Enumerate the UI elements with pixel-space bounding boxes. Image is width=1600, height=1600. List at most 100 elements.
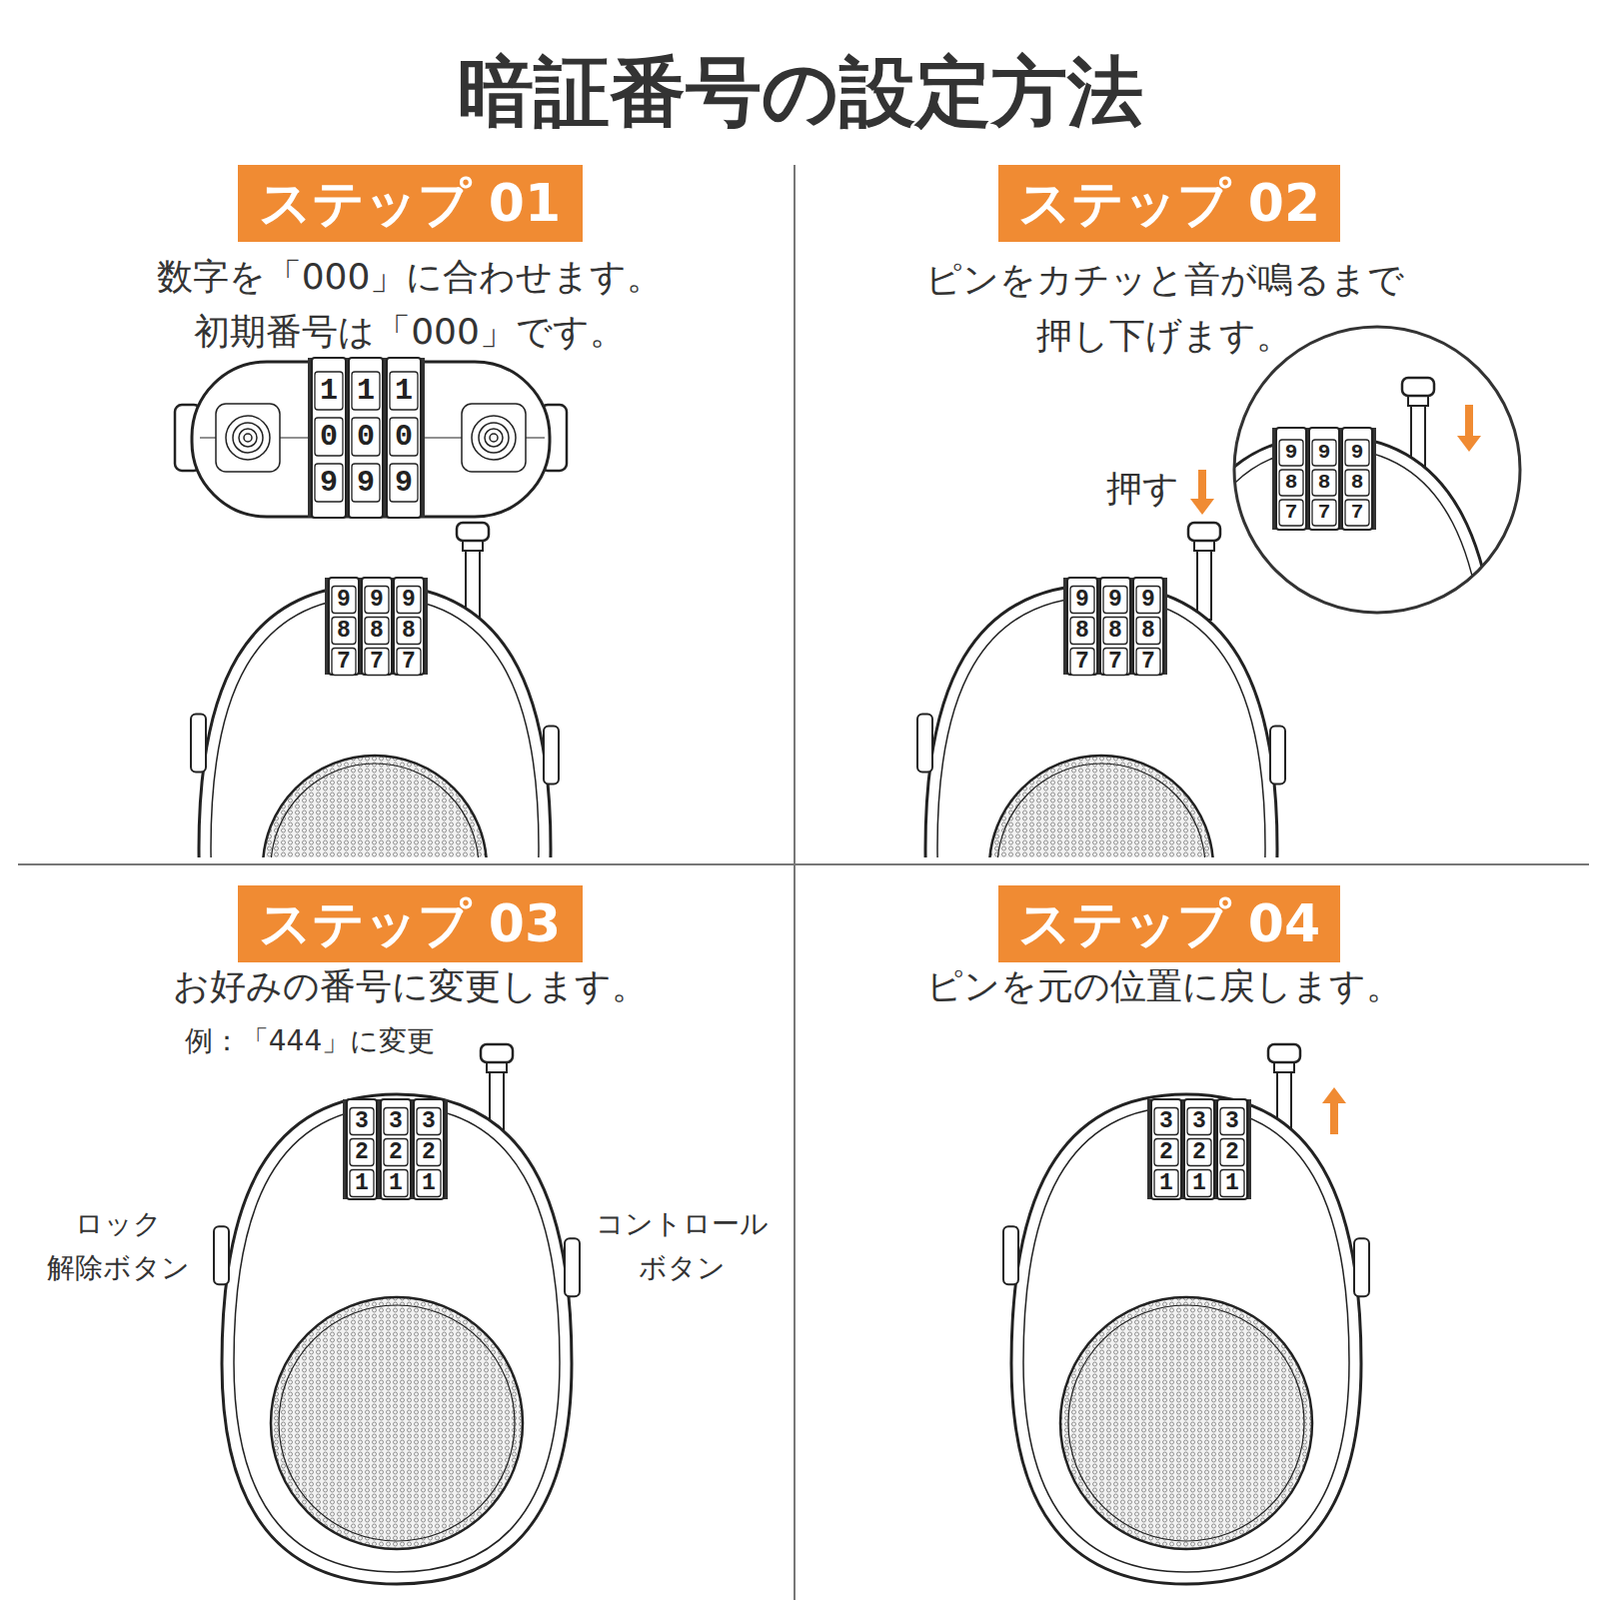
pin-head bbox=[456, 522, 489, 541]
dial-wheel bbox=[380, 1099, 411, 1200]
side-button bbox=[190, 714, 206, 773]
zoom-outline bbox=[1234, 326, 1521, 613]
dial-wheel bbox=[1217, 1099, 1248, 1200]
dial-digits: 3 2 1 bbox=[1190, 1106, 1209, 1200]
side-button bbox=[1003, 1226, 1019, 1285]
title: 暗証番号の設定方法 bbox=[0, 41, 1600, 145]
side-button bbox=[1354, 1238, 1370, 1297]
step-label: ステップ 01 bbox=[258, 168, 561, 239]
side-button bbox=[1270, 726, 1286, 785]
caption-text: ロック 解除ボタン bbox=[32, 1202, 203, 1291]
side-button bbox=[543, 726, 559, 785]
dial-digits: 3 2 1 bbox=[352, 1106, 371, 1200]
dial-wheel bbox=[1184, 1099, 1215, 1200]
pin-head bbox=[1268, 1044, 1301, 1063]
dial-wheel bbox=[346, 1099, 377, 1200]
step-badge: ステップ 03 bbox=[237, 885, 583, 963]
step-badge: ステップ 02 bbox=[998, 164, 1341, 242]
screw bbox=[471, 415, 516, 460]
dial-wheel bbox=[348, 357, 383, 518]
dial-wheel bbox=[386, 357, 421, 518]
dial-wheel bbox=[1276, 427, 1307, 530]
speaker-ring bbox=[270, 763, 479, 858]
step-label: ステップ 03 bbox=[258, 889, 561, 960]
dial-wheel bbox=[1309, 427, 1340, 530]
lock-step4 bbox=[1003, 1044, 1370, 1585]
speaker-ring bbox=[997, 763, 1206, 858]
screw-plate bbox=[461, 403, 526, 472]
top-housing bbox=[191, 361, 550, 517]
speaker-mesh bbox=[989, 755, 1214, 858]
lock-body bbox=[1159, 435, 1500, 956]
dial-wheel bbox=[1151, 1099, 1182, 1200]
screw bbox=[489, 433, 498, 442]
caption-text: コントロール ボタン bbox=[586, 1202, 777, 1291]
top-view bbox=[174, 357, 567, 518]
zoom-clip bbox=[1151, 377, 1508, 956]
speaker-mesh bbox=[270, 1297, 523, 1550]
dial-digits: 9 8 7 bbox=[1139, 584, 1158, 678]
caption-text: 例：「444」に変更 bbox=[159, 1021, 460, 1062]
lock-body bbox=[1011, 1094, 1362, 1585]
dial-digits: 9 8 7 bbox=[334, 584, 353, 678]
lock-body-inner bbox=[233, 1106, 560, 1573]
lock-body bbox=[221, 1094, 572, 1585]
caption-text: 押す bbox=[1100, 465, 1185, 512]
dial-digits: 9 8 7 bbox=[1283, 437, 1301, 528]
dial-digits: 1 0 9 bbox=[353, 367, 378, 506]
side-button bbox=[213, 1226, 229, 1285]
speaker-mesh bbox=[262, 755, 487, 858]
caption-text: 初期番号は「000」です。 bbox=[109, 306, 710, 357]
step-badge: ステップ 01 bbox=[237, 164, 583, 242]
dial-digits: 1 0 9 bbox=[316, 367, 341, 506]
pin-head bbox=[1188, 522, 1221, 541]
step-label: ステップ 02 bbox=[1018, 168, 1321, 239]
screw bbox=[225, 415, 270, 460]
orange-arrow bbox=[1457, 404, 1482, 452]
dial-digits: 9 8 7 bbox=[1106, 584, 1125, 678]
dial-digits: 9 8 7 bbox=[1316, 437, 1334, 528]
screw-plate bbox=[215, 403, 280, 472]
dial-wheel bbox=[413, 1099, 444, 1200]
screw bbox=[238, 428, 257, 447]
dial-frame bbox=[342, 1099, 448, 1200]
caption-text: 数字を「000」に合わせます。 bbox=[109, 251, 710, 302]
zoom-detail bbox=[1151, 326, 1521, 956]
orange-arrow bbox=[1190, 469, 1215, 515]
side-button bbox=[917, 714, 933, 773]
screw bbox=[232, 422, 263, 453]
dial-digits: 1 0 9 bbox=[391, 367, 416, 506]
screw bbox=[484, 428, 503, 447]
divider bbox=[793, 164, 796, 1600]
caption-text: ピンをカチッと音が鳴るまで 押し下げます。 bbox=[904, 251, 1425, 364]
speaker-mesh bbox=[1060, 1297, 1313, 1550]
speaker-ring bbox=[278, 1305, 515, 1542]
lock-body bbox=[198, 584, 551, 858]
dial-wheel bbox=[1342, 427, 1373, 530]
dial-digits: 3 2 1 bbox=[419, 1106, 438, 1200]
lock-clip bbox=[190, 522, 559, 858]
speaker-ring bbox=[1068, 1305, 1305, 1542]
divider bbox=[17, 863, 1590, 866]
dial-frame bbox=[1272, 427, 1377, 530]
lock-clip bbox=[917, 522, 1286, 858]
side-button bbox=[564, 1238, 580, 1297]
dial-digits: 9 8 7 bbox=[1349, 437, 1367, 528]
dial-digits: 9 8 7 bbox=[367, 584, 386, 678]
orange-arrow bbox=[1322, 1087, 1347, 1135]
caption-text: お好みの番号に変更します。 bbox=[109, 961, 710, 1012]
step-label: ステップ 04 bbox=[1018, 889, 1321, 960]
dial-digits: 3 2 1 bbox=[1223, 1106, 1242, 1200]
dial-wheel bbox=[311, 357, 346, 518]
screw bbox=[478, 422, 509, 453]
caption-text: ピンを元の位置に戻します。 bbox=[864, 961, 1465, 1012]
pin-head bbox=[1402, 377, 1435, 396]
dial-digits: 3 2 1 bbox=[1157, 1106, 1176, 1200]
pin-head bbox=[480, 1044, 513, 1063]
dial-digits: 9 8 7 bbox=[399, 584, 418, 678]
step-badge: ステップ 04 bbox=[998, 885, 1341, 963]
side-button bbox=[1492, 587, 1508, 646]
lock-step3 bbox=[213, 1044, 580, 1585]
dial-frame bbox=[307, 357, 425, 518]
